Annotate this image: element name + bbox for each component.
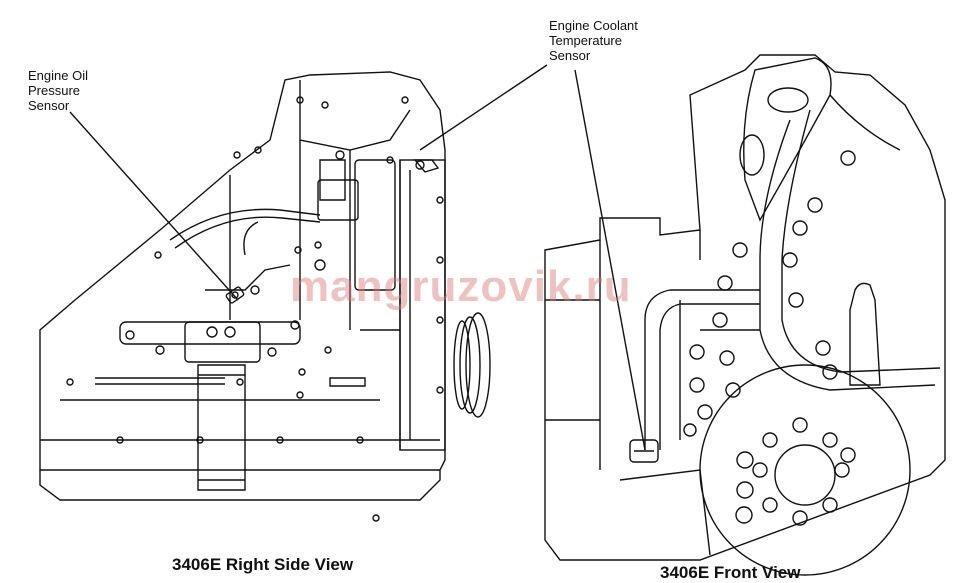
front-view-caption: 3406E Front View [660,563,801,582]
oil-sensor-leader-line [69,111,239,301]
engine-front-view [544,54,946,576]
coolant-sensor-leader-line-right [574,69,646,451]
engine-coolant-temperature-sensor-label: Engine Coolant Temperature Sensor [549,18,638,63]
right-side-view-caption: 3406E Right Side View [172,555,354,574]
coolant-sensor-leader-line-left [419,64,548,151]
engine-oil-pressure-sensor-label: Engine Oil Pressure Sensor [28,68,88,113]
engine-right-side-view [39,71,491,522]
watermark: mangruzovik.ru [290,262,632,311]
